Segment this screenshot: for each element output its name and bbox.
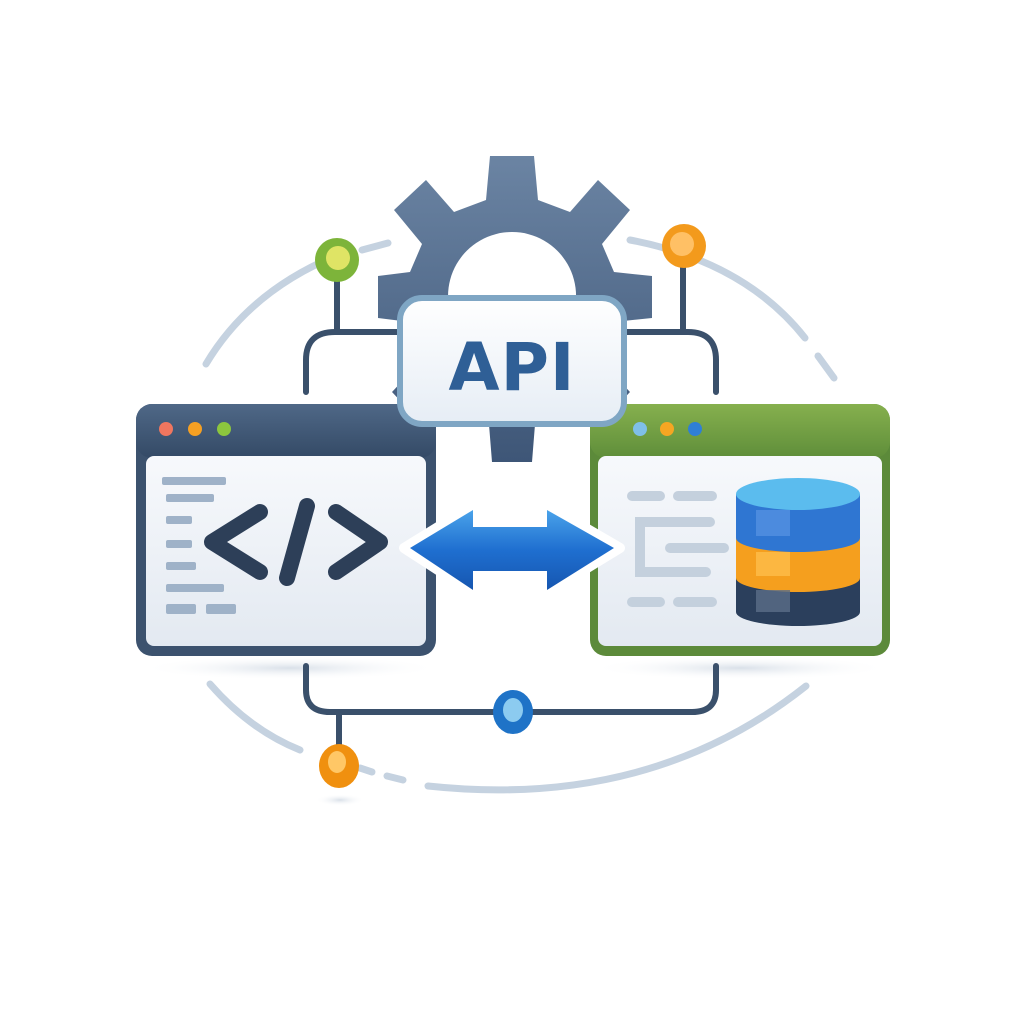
node-top-left (315, 238, 359, 282)
double-arrow-icon (399, 501, 625, 597)
node-shadow (316, 794, 364, 806)
client-minimize-dot (188, 422, 202, 436)
client-maximize-dot (217, 422, 231, 436)
server-dot-3 (688, 422, 702, 436)
node-top-right (662, 224, 706, 268)
database-icon (736, 478, 860, 626)
node-bottom-left (319, 744, 359, 788)
server-window (590, 404, 890, 656)
code-brackets-icon (204, 498, 388, 586)
server-shadow (590, 656, 890, 680)
server-dot-1 (633, 422, 647, 436)
api-label: API (448, 329, 575, 406)
data-lines (627, 491, 729, 607)
client-window (136, 404, 436, 656)
server-dot-2 (660, 422, 674, 436)
top-connectors (303, 249, 719, 395)
api-badge: API (397, 295, 627, 427)
client-shadow (140, 656, 440, 680)
node-bottom-center (493, 690, 533, 734)
code-lines (162, 477, 236, 614)
client-close-dot (159, 422, 173, 436)
